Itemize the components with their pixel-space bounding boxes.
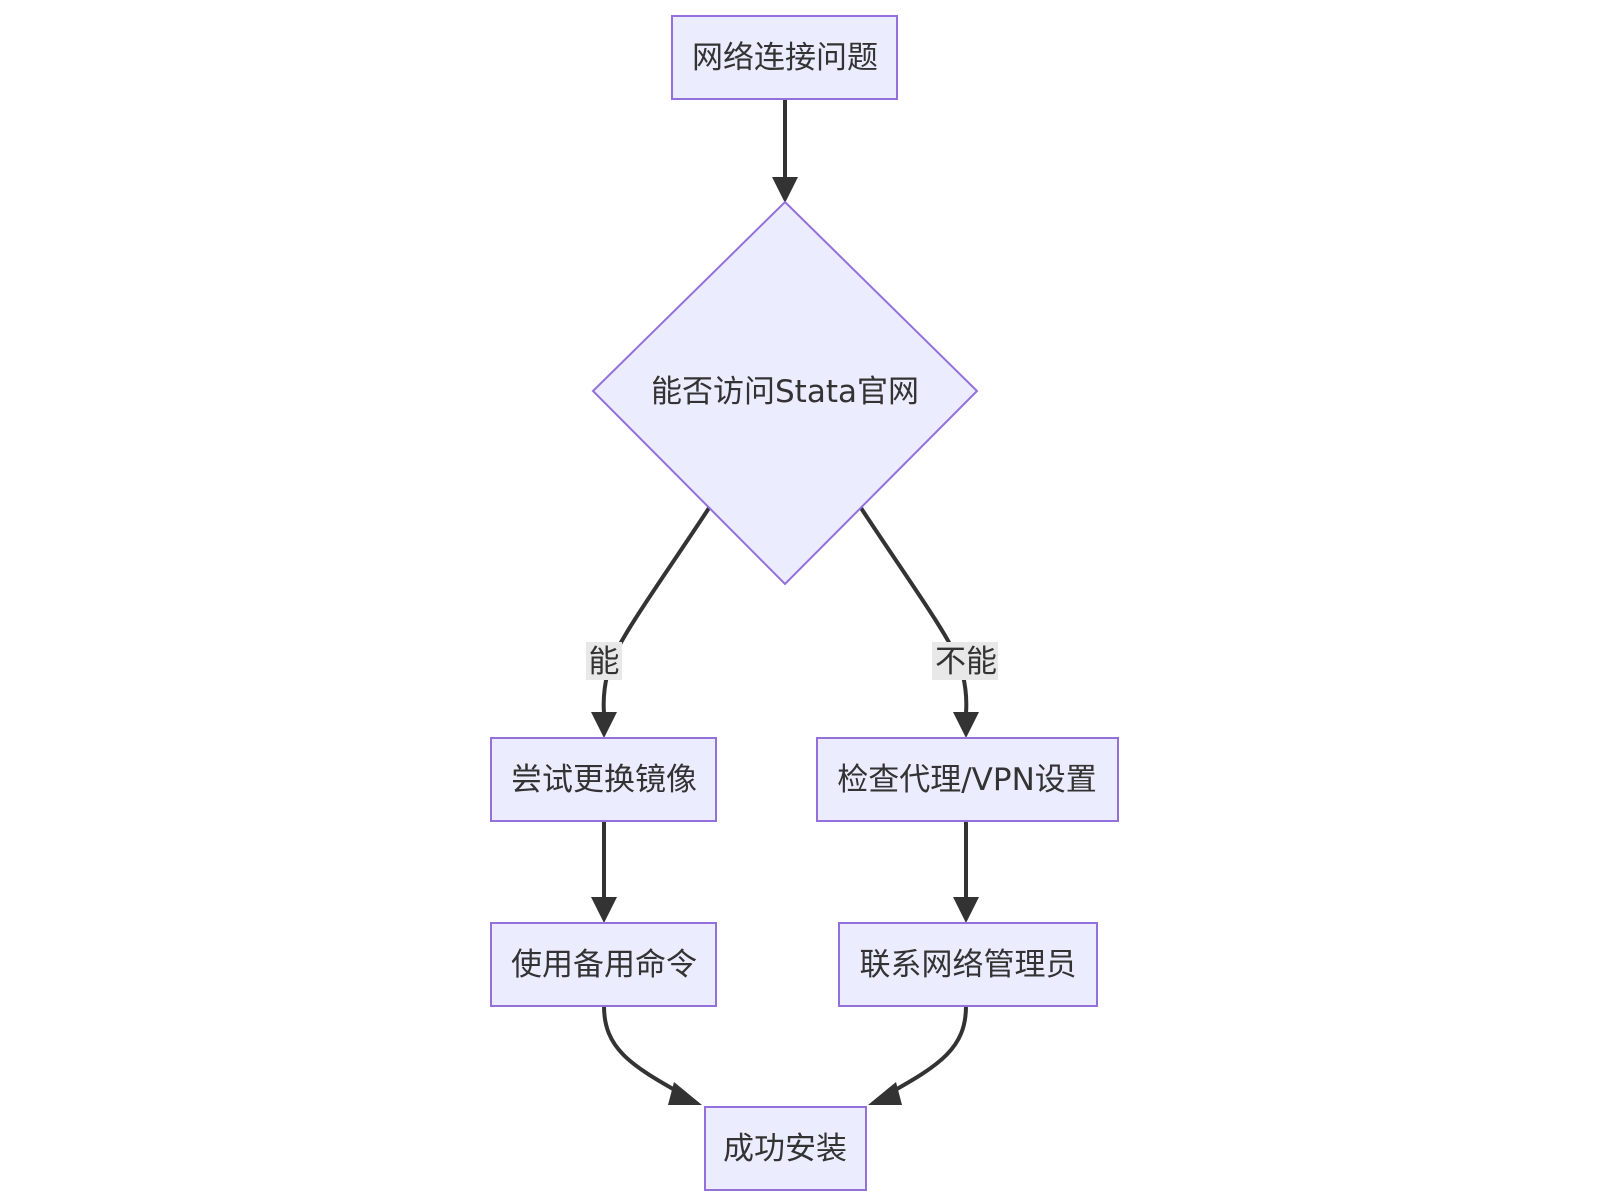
arrow-head-mirror xyxy=(591,712,617,738)
node-start-label: 网络连接问题 xyxy=(692,40,878,76)
node-contact-admin-label: 联系网络管理员 xyxy=(860,947,1077,983)
arrow-head-alt-command xyxy=(591,897,617,923)
edge-decision-to-mirror xyxy=(601,506,711,714)
edge-label-no-text: 不能 xyxy=(935,644,997,680)
edge-contact-admin-to-success xyxy=(887,1005,968,1096)
node-alt-command-label: 使用备用命令 xyxy=(511,947,697,983)
edge-alt-command-to-success xyxy=(602,1005,683,1096)
node-contact-admin: 联系网络管理员 xyxy=(838,922,1098,1007)
node-proxy: 检查代理/VPN设置 xyxy=(816,737,1119,822)
arrow-head-contact-admin xyxy=(953,897,979,923)
node-decision-label: 能否访问Stata官网 xyxy=(651,374,919,410)
edge-label-yes-text: 能 xyxy=(589,644,620,680)
node-start: 网络连接问题 xyxy=(671,15,898,100)
edge-label-no: 不能 xyxy=(932,642,998,680)
node-proxy-label: 检查代理/VPN设置 xyxy=(837,762,1097,798)
node-alt-command: 使用备用命令 xyxy=(490,922,717,1007)
arrow-head-success-right xyxy=(868,1082,902,1105)
edge-decision-to-proxy xyxy=(859,506,969,714)
arrow-head-decision xyxy=(772,177,798,203)
node-success: 成功安装 xyxy=(704,1106,867,1191)
arrow-head-success-left xyxy=(668,1082,702,1105)
node-success-label: 成功安装 xyxy=(723,1131,847,1167)
edge-label-yes: 能 xyxy=(586,642,622,680)
node-decision: 能否访问Stata官网 xyxy=(591,200,979,586)
node-mirror: 尝试更换镜像 xyxy=(490,737,717,822)
arrow-head-proxy xyxy=(953,712,979,738)
node-mirror-label: 尝试更换镜像 xyxy=(511,762,697,798)
